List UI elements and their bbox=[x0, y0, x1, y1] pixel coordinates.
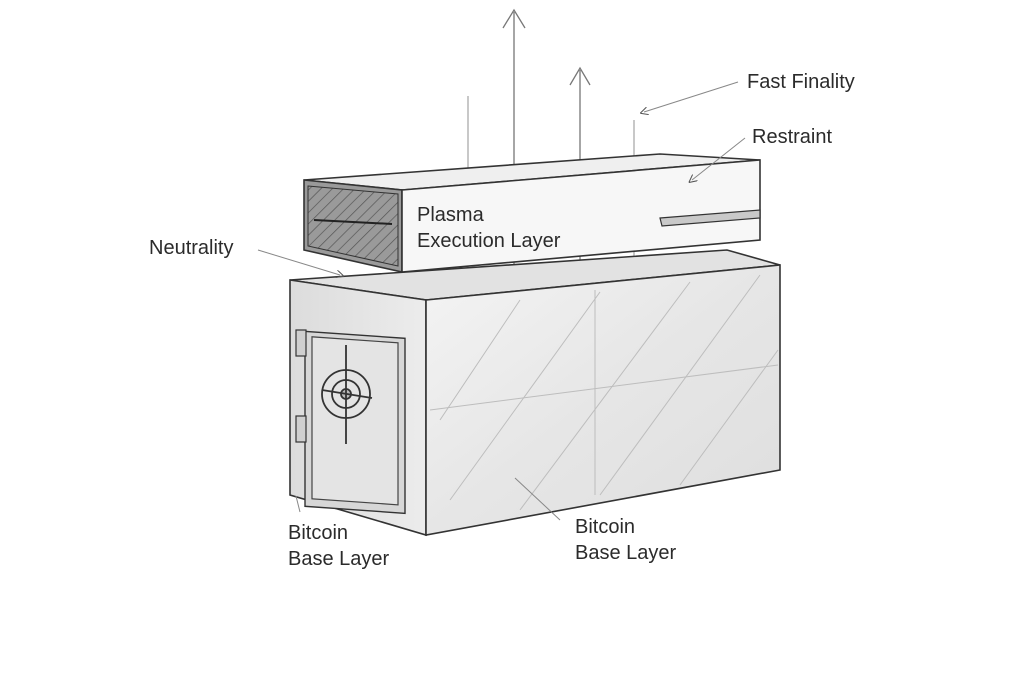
slab-slot bbox=[659, 209, 761, 227]
label-fast-finality: Fast Finality bbox=[747, 71, 855, 93]
callout-leaders bbox=[257, 81, 746, 521]
label-base-right-line2: Base Layer bbox=[575, 542, 677, 564]
label-plasma-execution-layer: Plasma Execution Layer bbox=[417, 202, 560, 254]
label-plasma-line1: Plasma bbox=[417, 204, 484, 226]
label-plasma-line2: Execution Layer bbox=[417, 230, 561, 252]
base-front-face bbox=[425, 264, 781, 536]
slab-vent bbox=[307, 185, 399, 267]
label-base-left-line2: Base Layer bbox=[288, 548, 390, 570]
label-bitcoin-base-layer-right: Bitcoin Base Layer bbox=[575, 514, 676, 566]
safe-hinge-top bbox=[295, 329, 307, 357]
label-base-right-line1: Bitcoin bbox=[575, 516, 636, 538]
safe-door bbox=[311, 336, 399, 506]
leader-base-right bbox=[514, 477, 561, 521]
arrow-up-2-head bbox=[569, 66, 591, 86]
leader-neutrality bbox=[257, 249, 340, 275]
safe-hinge-bottom bbox=[295, 415, 307, 443]
label-restraint: Restraint bbox=[752, 126, 833, 148]
leader-fast-finality bbox=[644, 81, 739, 112]
slab-front-face bbox=[401, 159, 761, 273]
label-base-left-line1: Bitcoin bbox=[288, 522, 349, 544]
leader-restraint bbox=[692, 137, 746, 180]
plasma-execution-slab bbox=[303, 153, 761, 273]
glass-streaks bbox=[429, 274, 779, 511]
bitcoin-base-block bbox=[289, 249, 781, 537]
leader-base-left bbox=[295, 495, 301, 513]
label-neutrality: Neutrality bbox=[149, 237, 234, 259]
arrow-up-1-head bbox=[502, 8, 526, 29]
label-bitcoin-base-layer-left: Bitcoin Base Layer bbox=[288, 520, 389, 572]
safe-dial-icon bbox=[321, 345, 373, 444]
